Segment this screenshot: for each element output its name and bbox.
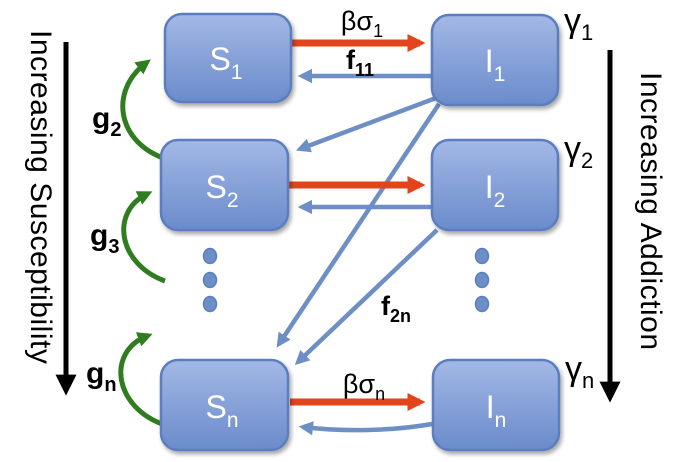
label-g2: g2 xyxy=(92,102,121,141)
arrow-g3 xyxy=(121,191,166,284)
ellipsis-dots-right xyxy=(474,247,490,313)
infection-arrows xyxy=(289,33,426,412)
node-i2-box xyxy=(430,138,560,232)
node-i2-label: I2 xyxy=(485,169,506,212)
label-gamma-n: γn xyxy=(565,350,594,393)
arrow-gn xyxy=(118,332,166,428)
node-in-box xyxy=(431,358,561,452)
arrow-i1-to-s2 xyxy=(295,95,437,153)
node-sn-box xyxy=(159,358,290,452)
node-sn: Sn xyxy=(159,358,290,452)
addiction-axis-label: Increasing Addiction xyxy=(634,72,667,351)
node-s2: S2 xyxy=(159,138,290,232)
node-i1-label: I1 xyxy=(485,43,506,86)
susceptibility-transition-arrows xyxy=(118,59,166,428)
label-beta-sigma-1: βσ1 xyxy=(341,6,383,41)
node-s1-box xyxy=(163,12,293,104)
arrow-i1-to-sn xyxy=(276,102,441,348)
dot xyxy=(474,295,490,313)
label-g3: g3 xyxy=(90,219,119,258)
node-s2-box xyxy=(159,138,290,232)
node-sn-label: Sn xyxy=(205,389,238,432)
node-in-label: In xyxy=(486,389,507,432)
node-i1: I1 xyxy=(430,13,560,107)
node-i2: I2 xyxy=(430,138,560,232)
dot xyxy=(474,271,490,289)
label-gamma-1: γ1 xyxy=(564,2,593,45)
node-i1-box xyxy=(430,13,560,107)
susceptibility-axis-label: Increasing Susceptibility xyxy=(24,30,57,364)
label-gamma-2: γ2 xyxy=(564,130,593,173)
ellipsis-dots-left xyxy=(202,247,218,313)
infection-return-arrows xyxy=(276,68,441,436)
node-s2-label: S2 xyxy=(205,169,238,212)
arrow-in-to-sn xyxy=(298,421,433,436)
label-beta-sigma-n: βσn xyxy=(343,369,385,404)
dot xyxy=(202,271,218,289)
node-s1: S1 xyxy=(163,12,293,104)
label-f2n: f2n xyxy=(381,291,411,326)
arrow-g2 xyxy=(120,59,164,161)
label-f11: f11 xyxy=(346,45,374,80)
dot xyxy=(202,247,218,265)
label-gn: gn xyxy=(86,357,117,396)
arrow-f2n-i2-to-sn xyxy=(294,228,439,365)
node-s1-label: S1 xyxy=(209,41,242,84)
node-in: In xyxy=(431,358,561,452)
dot xyxy=(474,247,490,265)
dot xyxy=(202,295,218,313)
